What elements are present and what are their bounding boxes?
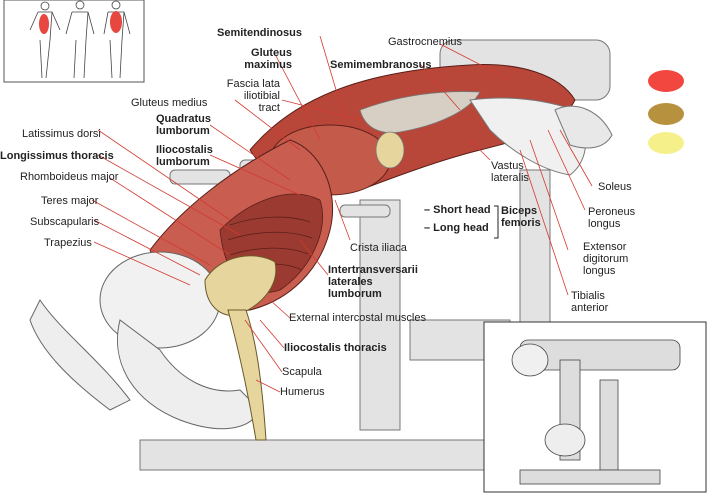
gluteus-medius-bone [375, 131, 405, 169]
label-trapezius: Trapezius [44, 237, 92, 249]
label-intertransversarii: Intertransversarii laterales lumborum [328, 264, 418, 300]
label-gluteus-medius: Gluteus medius [131, 97, 208, 109]
legend-dot-yellow [648, 132, 684, 154]
legend-dot-red [648, 70, 684, 92]
label-quadratus-lumborum: Quadratus lumborum [156, 113, 212, 137]
label-latissimus-dorsi: Latissimus dorsi [22, 128, 101, 140]
legend-dot-gold [648, 103, 684, 125]
humerus-bone [227, 309, 267, 441]
iliotibial-tract [359, 91, 481, 134]
label-iliocostalis-lumborum: Iliocostalis lumborum [156, 144, 213, 168]
thumb-figures [29, 0, 131, 79]
label-long-head: – Long head [424, 222, 489, 234]
label-humerus: Humerus [280, 386, 325, 398]
label-teres-major: Teres major [41, 195, 99, 207]
leader-lines [91, 35, 593, 393]
label-extensor-digitorum-longus: Extensor digitorum longus [583, 241, 629, 277]
biceps-bracket [494, 205, 499, 239]
label-fascia-lata: Fascia lata iliotibial tract [226, 78, 280, 114]
label-iliocostalis-thoracis: Iliocostalis thoracis [284, 342, 387, 354]
label-gastrocnemius: Gastrocnemius [388, 36, 462, 48]
label-external-intercostal: External intercostal muscles [289, 312, 426, 324]
label-crista-iliaca: Crista iliaca [350, 242, 407, 254]
label-semitendinosus: Semitendinosus [217, 27, 302, 39]
label-longissimus-thoracis: Longissimus thoracis [0, 150, 114, 162]
label-semimembranosus: Semimembranosus [330, 59, 432, 71]
label-subscapularis: Subscapularis [30, 216, 100, 228]
label-rhomboideus-major: Rhomboideus major [20, 171, 119, 183]
label-gluteus-maximus: Gluteus maximus [244, 47, 292, 71]
label-short-head: – Short head [424, 204, 491, 216]
label-peroneus-longus: Peroneus longus [588, 206, 636, 230]
label-scapula: Scapula [282, 366, 322, 378]
label-tibialis-anterior: Tibialis anterior [571, 290, 609, 314]
inset-figure [511, 339, 681, 485]
label-biceps-femoris: Biceps femoris [501, 205, 541, 229]
label-vastus-lateralis: Vastus lateralis [491, 160, 529, 184]
scapula-bone [204, 255, 277, 316]
forearm [29, 299, 131, 411]
label-soleus: Soleus [598, 181, 632, 193]
arm-left [117, 319, 261, 430]
foot [554, 105, 613, 149]
